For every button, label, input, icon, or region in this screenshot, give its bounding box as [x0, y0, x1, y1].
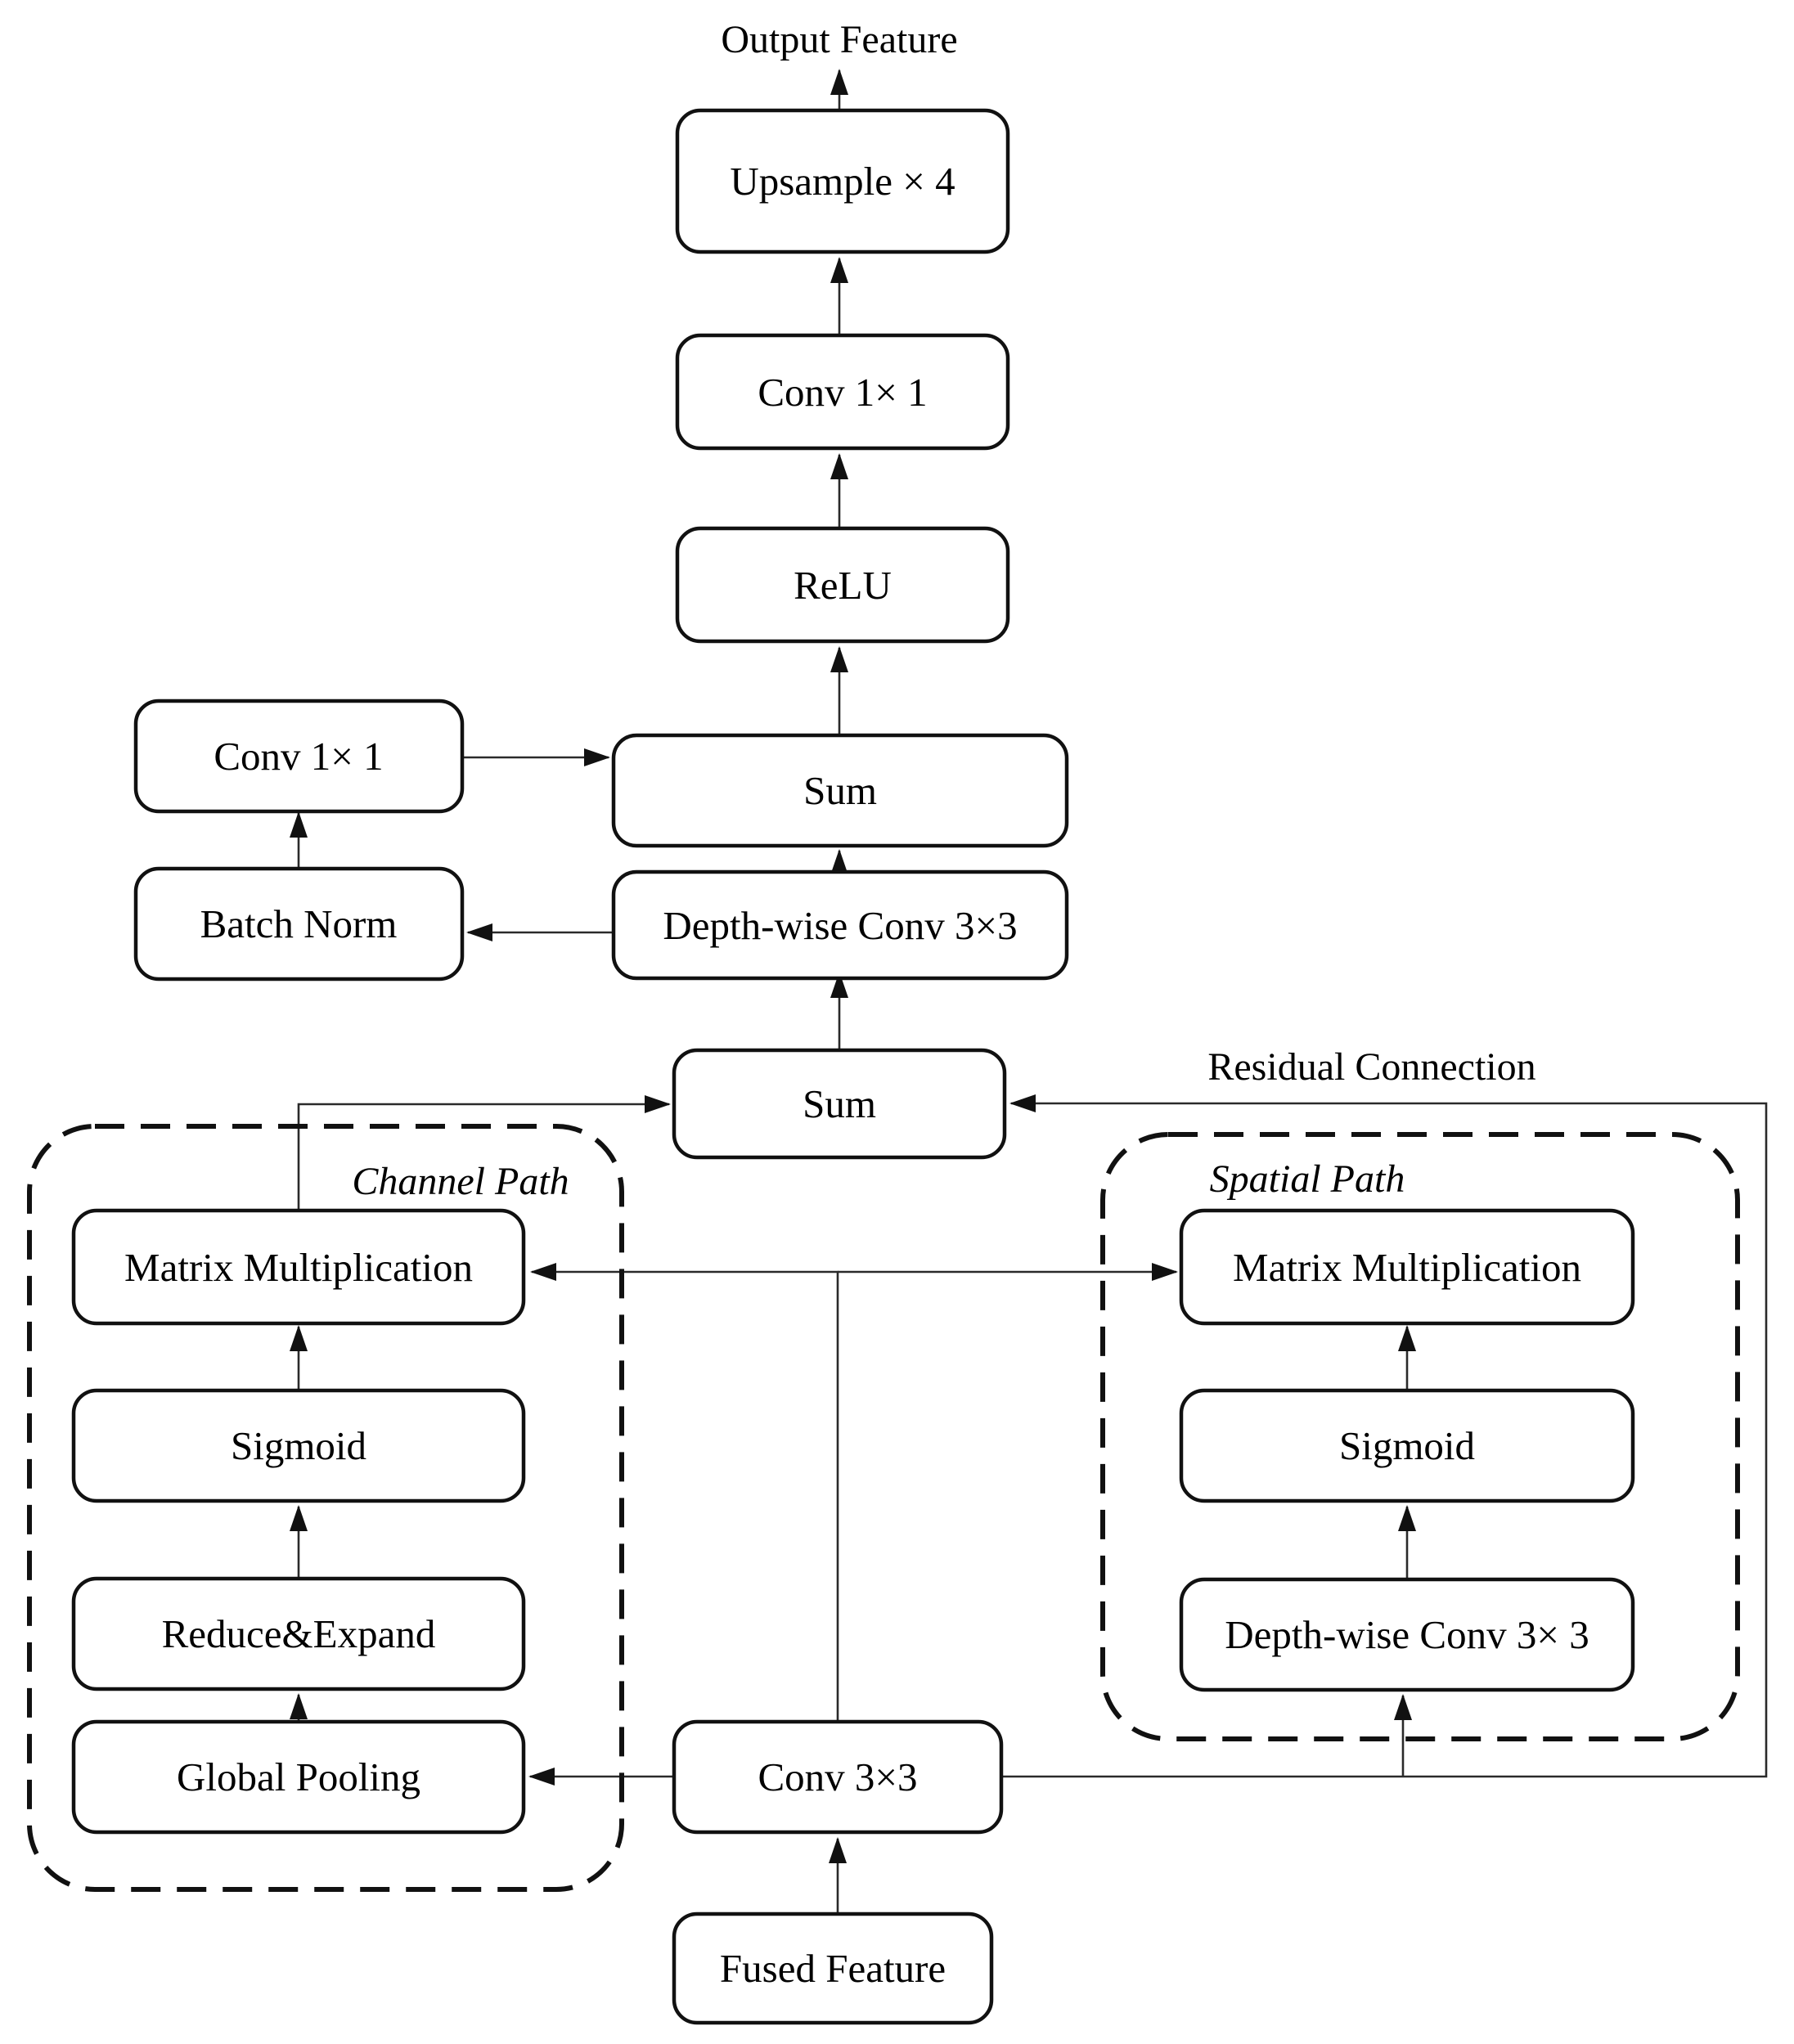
conv1x1-left-label: Conv 1× 1 [214, 734, 383, 779]
conv3x3-label: Conv 3×3 [758, 1754, 917, 1799]
connectors [290, 69, 1768, 1914]
spatial-path-group-box [1100, 1132, 1740, 1741]
sigmoid-channel-label: Sigmoid [231, 1423, 366, 1468]
node-global-pooling [71, 1719, 526, 1835]
dwconv-mid-label: Depth-wise Conv 3×3 [663, 903, 1017, 948]
node-fused-feature [672, 1911, 994, 2025]
node-conv1x1-top [675, 333, 1010, 451]
node-sigmoid-spatial [1179, 1388, 1635, 1503]
node-upsample [675, 108, 1010, 254]
node-conv3x3 [672, 1719, 1004, 1835]
labels: Output Feature Residual Connection Chann… [124, 18, 1589, 1991]
node-sigmoid-channel [71, 1388, 526, 1503]
residual-connection-line [1001, 1094, 1768, 1778]
residual-connection-label: Residual Connection [1207, 1045, 1535, 1089]
sum-mid-label: Sum [803, 1081, 876, 1126]
node-conv1x1-left [133, 699, 465, 814]
fused-feature-label: Fused Feature [720, 1946, 946, 1991]
node-sum-top [611, 733, 1069, 848]
nodes [71, 108, 1635, 2025]
node-relu [675, 526, 1010, 644]
upsample-label: Upsample × 4 [730, 159, 955, 204]
sum-top-label: Sum [803, 768, 877, 813]
relu-label: ReLU [794, 563, 892, 608]
dwconv-spatial-label: Depth-wise Conv 3× 3 [1225, 1612, 1589, 1657]
node-dwconv-spatial [1179, 1577, 1635, 1692]
arrow-matmul-channel-to-summid [297, 1095, 671, 1211]
node-reduce-expand [71, 1576, 526, 1691]
node-dwconv-mid [611, 869, 1069, 981]
node-sum-mid [672, 1048, 1007, 1160]
spatial-path-label: Spatial Path [1210, 1157, 1405, 1201]
channel-path-label: Channel Path [352, 1160, 569, 1203]
node-matmul-spatial [1179, 1208, 1635, 1326]
matmul-spatial-label: Matrix Multiplication [1233, 1245, 1581, 1290]
global-pooling-label: Global Pooling [177, 1754, 420, 1799]
batch-norm-label: Batch Norm [200, 901, 398, 946]
node-batch-norm [133, 866, 465, 982]
conv1x1-top-label: Conv 1× 1 [758, 370, 927, 415]
reduce-expand-label: Reduce&Expand [162, 1611, 436, 1656]
output-feature-label: Output Feature [721, 18, 957, 61]
channel-path-group-box [27, 1124, 624, 1892]
node-matmul-channel [71, 1208, 526, 1326]
sigmoid-spatial-label: Sigmoid [1339, 1423, 1475, 1468]
matmul-channel-label: Matrix Multiplication [124, 1245, 473, 1290]
